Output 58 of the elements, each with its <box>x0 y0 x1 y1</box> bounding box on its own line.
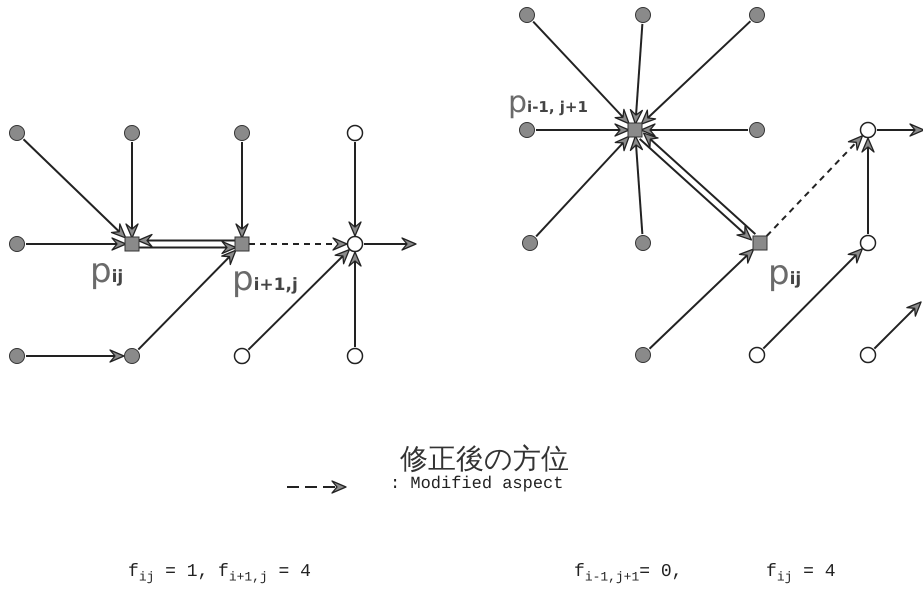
arrow <box>648 248 754 350</box>
arrow <box>26 349 125 363</box>
filled-point <box>9 348 25 364</box>
arrow <box>249 237 348 251</box>
arrow <box>364 237 417 251</box>
filled-point <box>9 236 25 252</box>
arrow <box>532 20 630 124</box>
filled-point <box>519 7 535 23</box>
arrow <box>630 135 644 234</box>
filled-point <box>124 125 140 141</box>
arrow <box>642 132 756 235</box>
filled-point <box>124 348 140 364</box>
formula: f$_{ij}$ = 1, <box>128 562 208 586</box>
filled-point <box>635 7 651 23</box>
open-point <box>860 234 876 252</box>
arrow <box>235 142 249 239</box>
square-point <box>628 122 642 138</box>
arrow <box>348 142 362 237</box>
open-point <box>860 346 876 364</box>
filled-point <box>519 122 535 138</box>
open-point <box>346 348 364 364</box>
open-point <box>234 348 250 364</box>
arrow <box>630 24 644 125</box>
arrow <box>139 240 237 254</box>
arrow <box>535 136 630 238</box>
square-point <box>124 236 140 252</box>
square-point <box>752 236 768 250</box>
arrow <box>536 123 630 137</box>
filled-point <box>635 347 651 363</box>
open-point <box>860 122 876 138</box>
arrow <box>125 142 139 239</box>
square-point <box>234 236 250 252</box>
arrow <box>861 137 875 234</box>
formula: f$_{ij}$ = 4 <box>766 562 836 586</box>
open-point <box>346 236 364 252</box>
formula: f$_{i-1,j+1}$= 0, <box>574 562 682 586</box>
arrow <box>874 301 922 350</box>
legend-text: : Modified aspect <box>390 475 564 496</box>
arrow <box>638 138 752 241</box>
filled-point <box>635 235 651 251</box>
open-point <box>346 124 364 142</box>
arrow <box>640 20 752 125</box>
filled-point <box>749 7 765 23</box>
filled-point <box>234 125 250 141</box>
filled-point <box>9 125 25 141</box>
formula: f$_{i+1,j}$ = 4 <box>218 562 311 586</box>
arrow <box>877 123 923 137</box>
arrow <box>248 248 350 350</box>
arrow <box>762 248 864 350</box>
filled-point <box>749 122 765 138</box>
legend-heading: 修正後の方位 <box>400 442 569 476</box>
filled-point <box>522 235 538 251</box>
arrow <box>22 138 126 239</box>
arrow <box>138 250 236 350</box>
open-point <box>748 346 766 364</box>
arrow <box>348 251 362 347</box>
arrow <box>26 237 127 251</box>
arrow <box>766 135 864 237</box>
